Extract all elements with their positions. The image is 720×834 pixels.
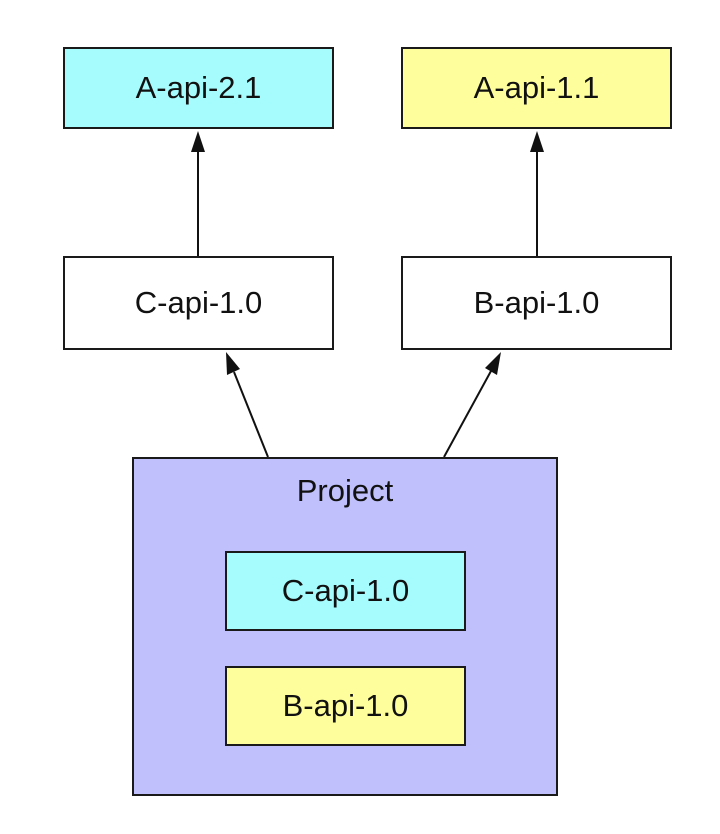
project-dependency-b-api-label: B-api-1.0 bbox=[282, 688, 409, 723]
arrow-project-to-b-api bbox=[443, 370, 492, 458]
arrowhead-c-api bbox=[226, 352, 240, 375]
node-c-api-1-0: C-api-1.0 bbox=[63, 256, 334, 350]
project-title: Project bbox=[296, 473, 394, 508]
arrowhead-b-api bbox=[485, 352, 501, 375]
node-a-api-2-1-label: A-api-2.1 bbox=[135, 70, 262, 105]
project-dependency-c-api-label: C-api-1.0 bbox=[281, 573, 410, 608]
arrowhead-a-api-2-1 bbox=[191, 131, 205, 152]
project-dependency-c-api: C-api-1.0 bbox=[225, 551, 466, 631]
arrowhead-a-api-1-1 bbox=[530, 131, 544, 152]
project-dependency-b-api: B-api-1.0 bbox=[225, 666, 466, 746]
node-a-api-1-1: A-api-1.1 bbox=[401, 47, 672, 129]
arrow-project-to-c-api bbox=[233, 371, 269, 458]
project-container: Project C-api-1.0 B-api-1.0 bbox=[132, 457, 558, 796]
node-b-api-1-0: B-api-1.0 bbox=[401, 256, 672, 350]
node-b-api-1-0-label: B-api-1.0 bbox=[473, 285, 600, 320]
node-c-api-1-0-label: C-api-1.0 bbox=[134, 285, 263, 320]
node-a-api-2-1: A-api-2.1 bbox=[63, 47, 334, 129]
node-a-api-1-1-label: A-api-1.1 bbox=[473, 70, 600, 105]
